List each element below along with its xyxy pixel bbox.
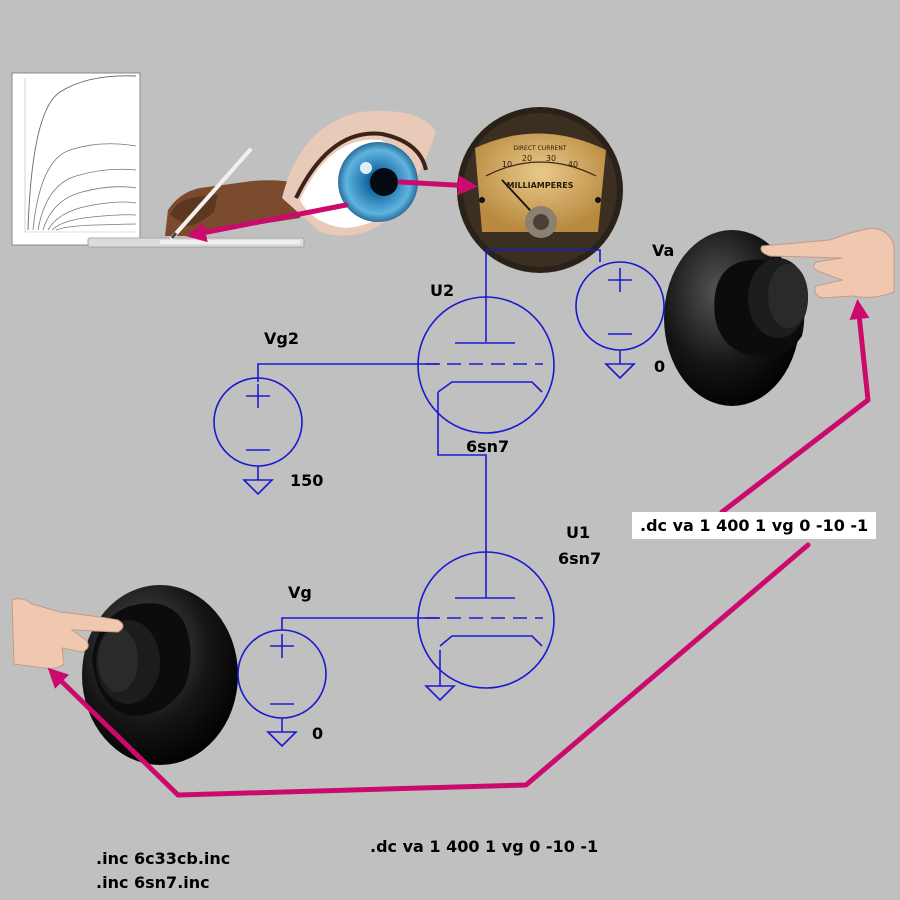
label-vg2: Vg2: [264, 329, 299, 348]
directive-include-1: .inc 6c33cb.inc: [96, 849, 230, 868]
voltage-source-vg2[interactable]: [213, 377, 303, 496]
label-vg2-value: 150: [290, 471, 323, 490]
meter-scale-4: 40: [568, 160, 578, 169]
label-vg: Vg: [288, 583, 312, 602]
ground-u1: [424, 685, 456, 702]
pointing-hand-right-icon: [760, 227, 895, 299]
pointing-hand-left-icon: [11, 598, 124, 669]
meter-brand: DIRECT CURRENT: [514, 145, 567, 152]
meter-scale-2: 20: [522, 154, 532, 163]
meter-unit: MILLIAMPERES: [507, 181, 574, 190]
flow-arrows: [47, 175, 871, 798]
label-vg-value: 0: [312, 724, 323, 743]
directive-include-2: .inc 6sn7.inc: [96, 873, 210, 892]
dc-sweep-callout: .dc va 1 400 1 vg 0 -10 -1: [632, 512, 877, 539]
label-va-value: 0: [654, 357, 665, 376]
knob-va-icon[interactable]: [664, 230, 808, 406]
label-u2-model: 6sn7: [466, 437, 509, 456]
voltage-source-va[interactable]: [575, 261, 665, 380]
knob-vg-icon[interactable]: [82, 585, 238, 765]
milliammeter-icon: DIRECT CURRENT 10 20 30 40 MILLIAMPERES: [457, 107, 623, 273]
label-u1-model: 6sn7: [558, 549, 601, 568]
tube-u1: [417, 551, 555, 689]
voltage-source-vg[interactable]: [237, 629, 327, 748]
wiring: [257, 249, 601, 686]
meter-scale-3: 30: [546, 154, 556, 163]
plate-curves-icon: [11, 72, 141, 246]
directive-dc-sweep: .dc va 1 400 1 vg 0 -10 -1: [370, 837, 598, 856]
label-u1: U1: [566, 523, 590, 542]
meter-scale-1: 10: [502, 160, 512, 169]
label-u2: U2: [430, 281, 454, 300]
label-va: Va: [652, 241, 674, 260]
tube-u2: [417, 296, 555, 434]
eye-icon: [282, 110, 436, 236]
